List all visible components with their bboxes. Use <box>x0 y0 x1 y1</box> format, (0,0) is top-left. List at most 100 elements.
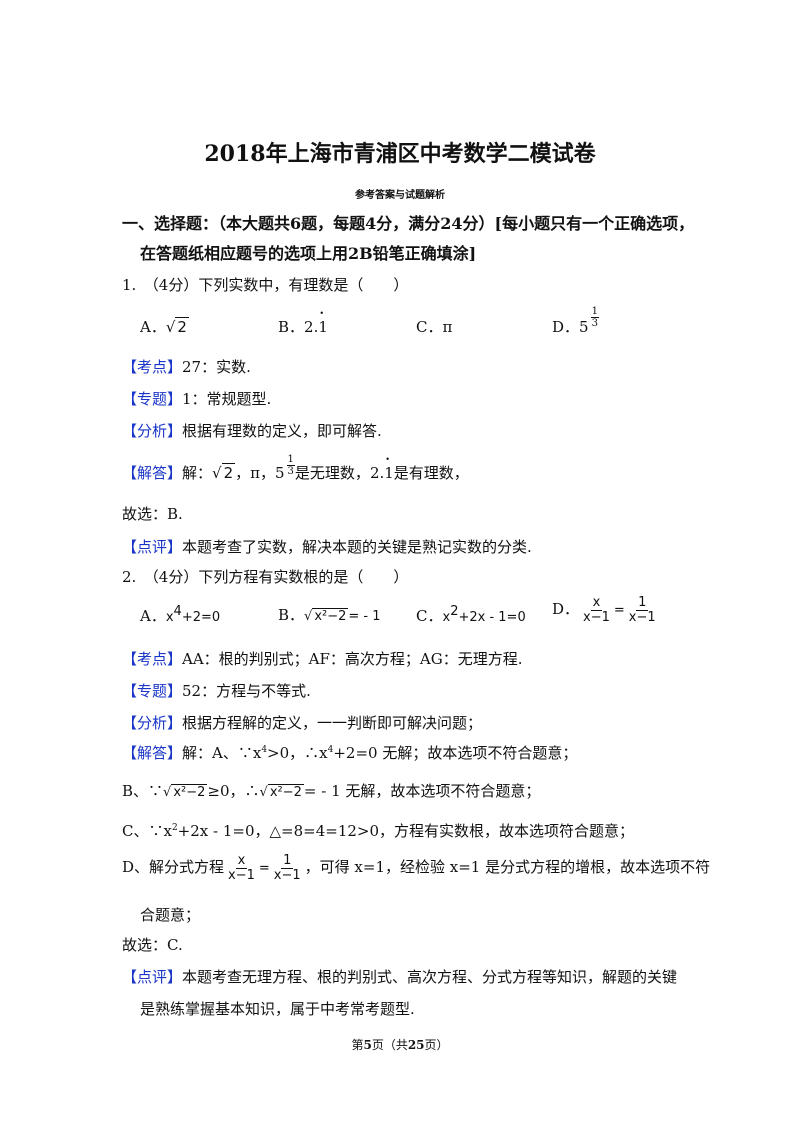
q1-option-b-int: 2. <box>304 318 319 336</box>
footer-mid: 页（共 <box>371 1038 408 1052</box>
equals-sign: = <box>613 603 625 619</box>
fenxi-text: 根据方程解的定义，一一判断即可解决问题； <box>182 714 483 732</box>
line-b-mid: ≥0，∴ <box>207 782 260 800</box>
q1-option-d-base: 5 <box>579 318 589 336</box>
q2-option-a: A．x4+2=0 <box>140 604 220 626</box>
q2-dianping-line1: 【点评】本题考查无理方程、根的判别式、高次方程、分式方程等知识，解题的关键 <box>122 966 677 987</box>
q2-option-a-exp: 4 <box>173 604 182 619</box>
line-b-pre: B、∵ <box>122 782 164 800</box>
q2-fenxi: 【分析】根据方程解的定义，一一判断即可解决问题； <box>122 712 482 733</box>
q2-option-d-label: D． <box>552 600 580 619</box>
section-header-line1: 一、选择题：（本大题共6题，每题4分，满分24分）[每小题只有一个正确选项， <box>122 214 695 233</box>
frac-num: 1 <box>281 853 294 869</box>
frac-num: x <box>590 595 603 611</box>
q2-option-c-exp: 2 <box>450 604 459 619</box>
kaodian-tag: 【考点】 <box>122 358 183 376</box>
equals-sign: = <box>258 861 270 877</box>
frac-num: 1 <box>636 595 649 611</box>
q1-dianping: 【点评】本题考查了实数，解决本题的关键是熟记实数的分类. <box>122 536 532 557</box>
q1-option-b: B．2.1 <box>278 309 328 337</box>
sqrt-symbol: √2 <box>212 463 236 482</box>
q2-option-c: C．x2+2x - 1=0 <box>416 604 526 626</box>
dianping-text: 本题考查无理方程、根的判别式、高次方程、分式方程等知识，解题的关键 <box>182 968 678 986</box>
q2-option-b-rest: = - 1 <box>348 609 381 624</box>
frac-num: 1 <box>286 454 295 466</box>
line-d-pre: D、解分式方程 <box>122 858 225 877</box>
dianping-text: 本题考查了实数，解决本题的关键是熟记实数的分类. <box>182 538 532 556</box>
footer-post: 页） <box>424 1038 449 1052</box>
frac-den: x−1 <box>583 609 610 625</box>
frac-num: x <box>235 853 248 869</box>
q2-jieda-line-c: C、∵x2+2x - 1=0，△=8=4=12>0，方程有实数根，故本选项符合题… <box>122 820 634 841</box>
zhuanti-text: 52：方程与不等式. <box>182 682 311 700</box>
q2-option-b: B．√x²−2= - 1 <box>278 604 381 625</box>
jieda-power-base: 5 <box>275 464 285 482</box>
jieda-irrational-text: 是无理数， <box>294 464 370 482</box>
q1-option-c: C．π <box>416 318 453 336</box>
q2-option-b-label: B． <box>278 606 305 624</box>
q2-jieda-line-a: 【解答】解：A、∵x4>0，∴x4+2=0 无解；故本选项不符合题意； <box>122 742 577 763</box>
sqrt-symbol: √x²−2 <box>304 608 349 624</box>
line-a-exp: 4 <box>261 745 268 755</box>
q1-option-a: A．√2 <box>140 316 189 337</box>
frac-num: 1 <box>590 306 599 318</box>
sqrt-symbol: √x²−2 <box>163 784 208 800</box>
q1-option-a-label: A． <box>140 318 166 336</box>
q1-option-d-label: D． <box>552 318 580 336</box>
fenxi-tag: 【分析】 <box>122 714 183 732</box>
jieda-tag: 【解答】 <box>122 464 183 482</box>
zhuanti-tag: 【专题】 <box>122 390 183 408</box>
fenxi-text: 根据有理数的定义，即可解答. <box>182 422 382 440</box>
dianping-tag: 【点评】 <box>122 538 183 556</box>
q2-kaodian: 【考点】AA：根的判别式；AF：高次方程；AG：无理方程. <box>122 648 523 669</box>
jieda-radicand: 2 <box>221 463 236 482</box>
q2-option-a-base: x <box>165 610 174 625</box>
q1-fenxi: 【分析】根据有理数的定义，即可解答. <box>122 420 382 441</box>
q2-answer: 故选：C. <box>122 936 183 954</box>
line-b-radicand: x²−2 <box>171 784 208 800</box>
footer-page-number: 5 <box>363 1038 372 1052</box>
q1-answer: 故选：B. <box>122 505 183 523</box>
q2-jieda-line-d-cont: 合题意； <box>140 906 201 924</box>
q1-zhuanti: 【专题】1：常规题型. <box>122 388 271 409</box>
sqrt-symbol: √2 <box>165 317 189 336</box>
line-c-post: +2x - 1=0，△=8=4=12>0，方程有实数根，故本选项符合题意； <box>177 822 635 840</box>
q1-option-b-label: B． <box>278 318 305 336</box>
line-b-post: = - 1 无解，故本选项不符合题意； <box>303 782 541 800</box>
q1-kaodian: 【考点】27：实数. <box>122 356 251 377</box>
footer-pre: 第 <box>351 1038 364 1052</box>
q2-option-a-rest: +2=0 <box>181 610 221 625</box>
jieda-mid: ，π， <box>235 464 275 482</box>
q2-option-c-base: x <box>442 610 451 625</box>
q2-zhuanti: 【专题】52：方程与不等式. <box>122 680 311 701</box>
q1-stem: 1. （4分）下列实数中，有理数是（ ） <box>122 276 409 294</box>
zhuanti-text: 1：常规题型. <box>182 390 272 408</box>
page-footer: 第5页（共25页） <box>0 1036 800 1053</box>
dianping-tag: 【点评】 <box>122 968 183 986</box>
q2-option-b-radicand: x²−2 <box>312 608 349 624</box>
q2-option-c-rest: +2x - 1=0 <box>458 610 526 625</box>
fenxi-tag: 【分析】 <box>122 422 183 440</box>
line-c-pre: C、∵x <box>122 822 172 840</box>
jieda-prefix: 解： <box>182 464 213 482</box>
jieda-tag: 【解答】 <box>122 744 183 762</box>
q2-dianping-line2: 是熟练掌握基本知识，属于中考常考题型. <box>140 1000 415 1018</box>
page-title: 2018年上海市青浦区中考数学二模试卷 <box>204 141 596 167</box>
q2-option-a-label: A． <box>140 607 166 625</box>
frac-den: x−1 <box>628 609 656 625</box>
line-b-radicand-2: x²−2 <box>267 784 304 800</box>
line-a-exp2: 4 <box>327 745 334 755</box>
q2-stem: 2. （4分）下列方程有实数根的是（ ） <box>122 568 409 586</box>
q1-option-b-repeating-digit: 1 <box>318 309 328 336</box>
line-a-pre: 解：A、∵x <box>182 744 262 762</box>
zhuanti-tag: 【专题】 <box>122 682 183 700</box>
